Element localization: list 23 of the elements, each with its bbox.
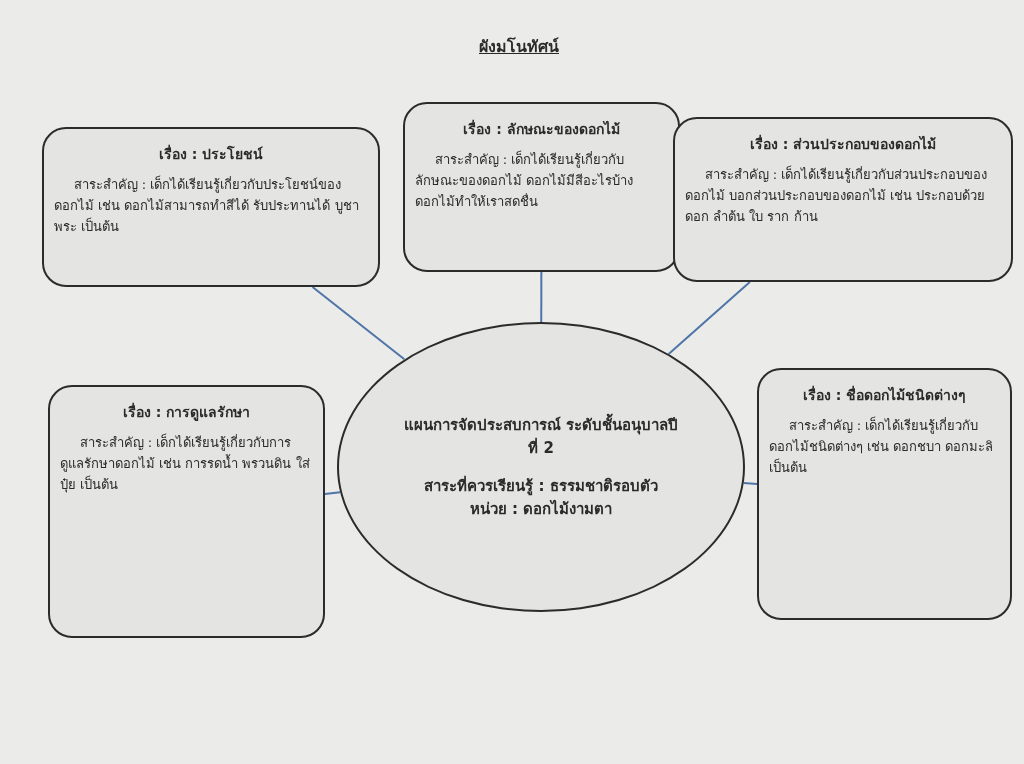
topic-heading: เรื่อง : ชื่อดอกไม้ชนิดต่างๆ [802, 384, 967, 405]
topic-description: สาระสำคัญ : เด็กได้เรียนรู้เกี่ยวกับการดูแลรักษาดอกไม้ เช่น การรดน้ำ พรวนดิน ใส่ปุ๋ย เป็นต้น [60, 433, 311, 495]
topic-description: สาระสำคัญ : เด็กได้เรียนรู้เกี่ยวกับลักษณะของดอกไม้ ดอกไม้มีสีอะไรบ้าง ดอกไม้ทำให้เราสดชื่น [415, 150, 635, 211]
topic-box [403, 102, 680, 272]
diagram-title: ผังมโนทัศน์ [478, 36, 560, 58]
connector-line [742, 481, 758, 485]
topic-box [673, 117, 1013, 282]
topic-box [757, 368, 1012, 620]
connector-line [667, 281, 751, 355]
connector-line [311, 286, 406, 361]
connector-line [540, 271, 543, 323]
topic-heading: เรื่อง : การดูแลรักษา [122, 401, 251, 423]
plan-heading: แผนการจัดประสบการณ์ ระดับชั้นอนุบาลปีที่ 2 [399, 414, 683, 459]
topic-box [48, 385, 325, 638]
topic-box [42, 127, 380, 287]
topic-heading: เรื่อง : ส่วนประกอบของดอกไม้ [749, 133, 937, 154]
plan-detail: หน่วย : ดอกไม้งามตา [469, 498, 613, 520]
topic-heading: เรื่อง : ประโยชน์ [158, 143, 264, 164]
topic-description: สาระสำคัญ : เด็กได้เรียนรู้เกี่ยวกับดอกไม้ชนิดต่างๆ เช่น ดอกชบา ดอกมะลิ เป็นต้น [769, 416, 995, 477]
topic-description: สาระสำคัญ : เด็กได้เรียนรู้เกี่ยวกับประโยชน์ของดอกไม้ เช่น ดอกไม้สามารถทำสีได้ รับประทานได้ บูชาพระ เป็นต้น [54, 175, 360, 236]
topic-heading: เรื่อง : ลักษณะของดอกไม้ [463, 118, 620, 139]
plan-detail: สาระที่ควรเรียนรู้ : ธรรมชาติรอบตัว [424, 475, 658, 498]
topic-description: สาระสำคัญ : เด็กได้เรียนรู้เกี่ยวกับส่วนประกอบของดอกไม้ บอกส่วนประกอบของดอกไม้ เช่น ประกอบด้วยดอก ลำต้น ใบ ราก ก้าน [685, 165, 989, 226]
